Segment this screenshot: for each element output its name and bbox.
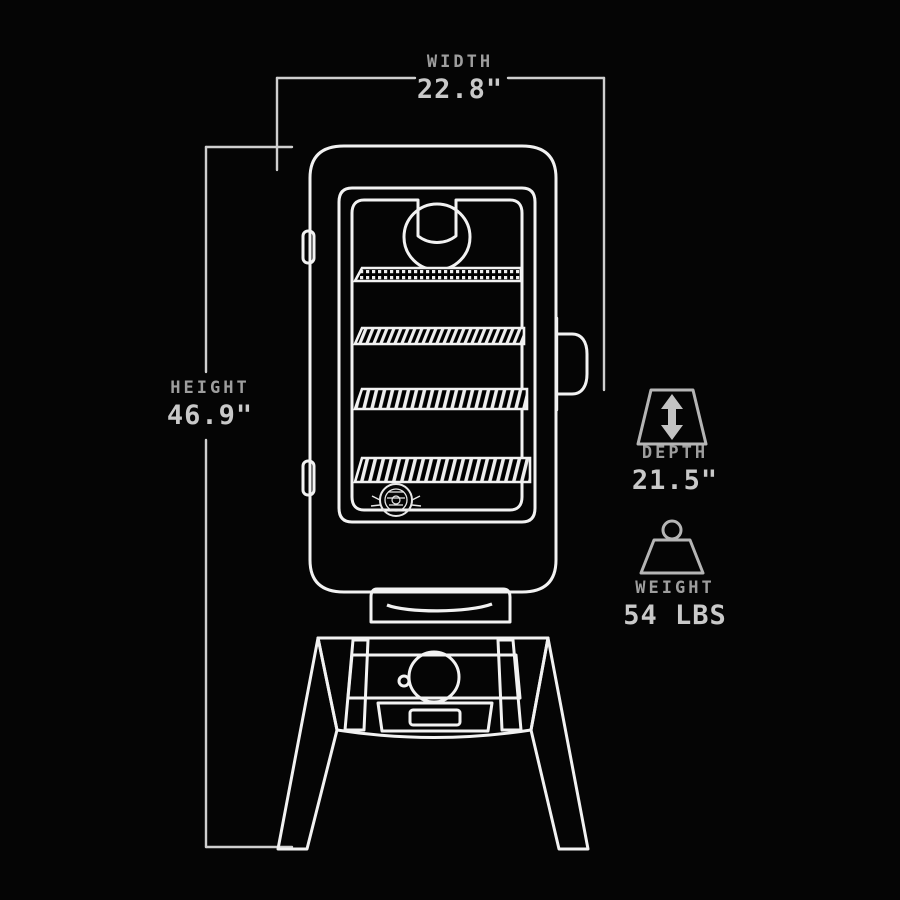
base-bottom-curve (335, 728, 533, 739)
leg-inner-right (496, 638, 523, 732)
leg-outer-right (529, 636, 590, 851)
depth-trapezoid-arrow-icon (636, 388, 708, 446)
chip-drawer-handle (386, 602, 493, 613)
depth-dimension-label: DEPTH 21.5" (608, 443, 742, 497)
control-panel (346, 653, 522, 700)
cooking-grate-4 (353, 456, 532, 484)
lower-access-handle (408, 708, 462, 727)
cooking-grate-1 (352, 266, 523, 283)
legs-group (276, 636, 590, 851)
width-caption: WIDTH (426, 52, 494, 72)
weight-block-icon (639, 519, 705, 575)
leg-outer-left (276, 636, 339, 851)
weight-caption: WEIGHT (635, 578, 715, 598)
cooking-grates-group (352, 266, 532, 484)
height-caption: HEIGHT (170, 378, 250, 398)
control-knob (407, 650, 461, 704)
chip-drawer (369, 587, 512, 624)
smoker-body-group (301, 144, 589, 594)
thermometer-gauge (402, 202, 472, 272)
depth-caption: DEPTH (641, 443, 709, 463)
height-value: 46.9" (166, 400, 254, 432)
depth-value: 21.5" (631, 465, 719, 497)
weight-label: WEIGHT 54 LBS (600, 578, 750, 632)
width-dimension-label: WIDTH 22.8" (358, 52, 562, 106)
leg-inner-left (343, 638, 370, 732)
height-dimension-label: HEIGHT 46.9" (110, 378, 310, 432)
door-window-outer (337, 186, 537, 524)
door-window-inner (350, 198, 524, 512)
lower-access-door (376, 701, 494, 733)
cabinet-body (308, 144, 558, 594)
door-hinge-bottom (301, 459, 316, 497)
indicator-light (397, 674, 411, 688)
cooking-grate-3 (353, 387, 529, 411)
weight-ring (661, 519, 683, 541)
door-hinge-top (301, 229, 316, 265)
cooking-grate-2 (353, 326, 526, 346)
dimension-lines (204, 76, 606, 849)
width-value: 22.8" (416, 74, 504, 106)
brand-badge (370, 483, 422, 517)
door-handle (555, 332, 589, 396)
weight-value: 54 LBS (623, 600, 727, 632)
depth-arrow (661, 394, 683, 440)
